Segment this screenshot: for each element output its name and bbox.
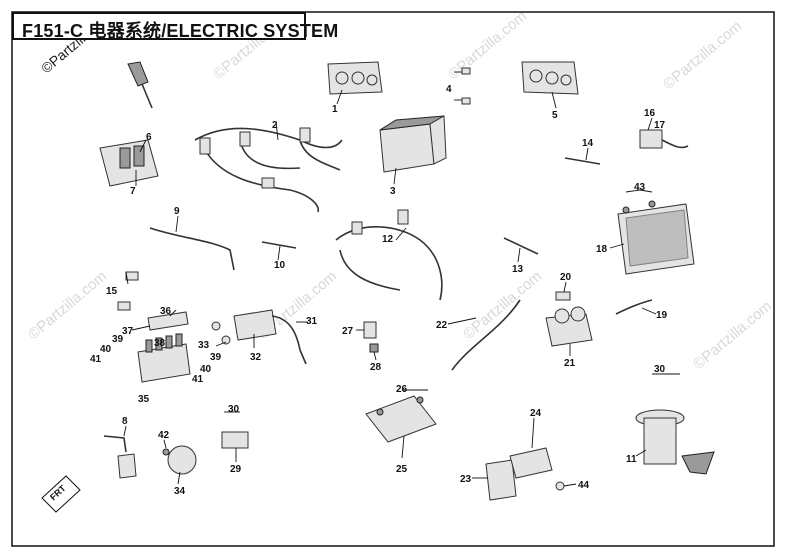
callout-39: 39 (112, 334, 124, 345)
callout-26: 26 (396, 384, 408, 395)
part-34-42-horn (162, 445, 197, 475)
callout-13: 13 (512, 264, 524, 275)
callout-39b: 39 (210, 352, 222, 363)
page-title: F151-C 电器系统/ELECTRIC SYSTEM (22, 21, 339, 41)
callout-43: 43 (634, 182, 646, 193)
callout-15: 15 (106, 286, 118, 297)
callout-4: 4 (446, 84, 452, 95)
title-box: F151-C 电器系统/ELECTRIC SYSTEM (12, 12, 338, 41)
part-23-24-44-starter (485, 447, 565, 501)
part-4-connectors (454, 67, 471, 105)
callout-33: 33 (198, 340, 210, 351)
callout-36: 36 (160, 306, 172, 317)
callout-6: 6 (146, 132, 152, 143)
callout-30b: 30 (654, 364, 666, 375)
callout-40: 40 (100, 344, 112, 355)
callout-30: 30 (228, 404, 240, 415)
part-9-wire (149, 227, 235, 271)
callout-19: 19 (656, 310, 668, 321)
leader-lines (123, 89, 680, 487)
part-22-wire (451, 299, 521, 371)
callout-34: 34 (174, 486, 186, 497)
callout-7: 7 (130, 186, 136, 197)
part-sensor-top-left (127, 61, 153, 109)
callout-1: 1 (332, 104, 338, 115)
part-5-switch-assembly (521, 61, 579, 95)
callout-17: 17 (654, 120, 666, 131)
part-10-rod (261, 241, 297, 249)
callout-12: 12 (382, 234, 394, 245)
part-12-harness (335, 209, 443, 301)
part-18-regulator (617, 203, 695, 275)
callout-24: 24 (530, 408, 542, 419)
callout-11: 11 (626, 454, 637, 465)
part-2-main-harness (194, 127, 343, 213)
frt-direction-tag: FRT (41, 475, 81, 513)
part-19-bracket (615, 299, 653, 315)
callout-numbers: 1 2 3 4 5 6 7 8 9 10 11 12 13 14 15 16 1… (90, 84, 668, 497)
callout-29: 29 (230, 464, 242, 475)
callout-18: 18 (596, 244, 608, 255)
part-20-21-solenoid (545, 291, 593, 347)
part-11-fuel-pump (635, 409, 715, 475)
part-3-battery (379, 115, 447, 173)
part-14-rod (564, 157, 601, 165)
part-15-connectors (117, 271, 139, 311)
callout-35: 35 (138, 394, 150, 405)
part-8-sensor-cable (103, 435, 137, 479)
callout-27: 27 (342, 326, 354, 337)
callout-8: 8 (122, 416, 128, 427)
callout-44: 44 (578, 480, 590, 491)
callout-22: 22 (436, 320, 448, 331)
callout-9: 9 (174, 206, 180, 217)
part-29-30-sensor (221, 431, 249, 449)
callout-42: 42 (158, 430, 170, 441)
part-6-7-handlebar-switch (99, 139, 159, 187)
part-16-17-relay (639, 129, 689, 149)
callout-23: 23 (460, 474, 472, 485)
callout-20: 20 (560, 272, 572, 283)
callout-3: 3 (390, 186, 396, 197)
callout-38: 38 (154, 338, 166, 349)
part-25-26-ecu (365, 395, 437, 443)
callout-41: 41 (90, 354, 102, 365)
part-35-41-fuse-box (137, 311, 191, 383)
part-43-screws (622, 200, 656, 214)
callout-37: 37 (122, 326, 134, 337)
callout-5: 5 (552, 110, 558, 121)
part-31-32-33-ignition-coil (211, 309, 307, 365)
callout-25: 25 (396, 464, 408, 475)
diagram-frame (11, 11, 775, 547)
callout-28: 28 (370, 362, 382, 373)
callout-32: 32 (250, 352, 262, 363)
callout-41b: 41 (192, 374, 204, 385)
callout-31: 31 (306, 316, 318, 327)
callout-2: 2 (272, 120, 278, 131)
callout-21: 21 (564, 358, 576, 369)
callout-16: 16 (644, 108, 656, 119)
callout-40b: 40 (200, 364, 212, 375)
part-13-rod (503, 237, 539, 255)
part-1-switch-assembly (327, 61, 383, 95)
callout-14: 14 (582, 138, 594, 149)
callout-10: 10 (274, 260, 286, 271)
part-27-28-sensor (363, 321, 379, 353)
